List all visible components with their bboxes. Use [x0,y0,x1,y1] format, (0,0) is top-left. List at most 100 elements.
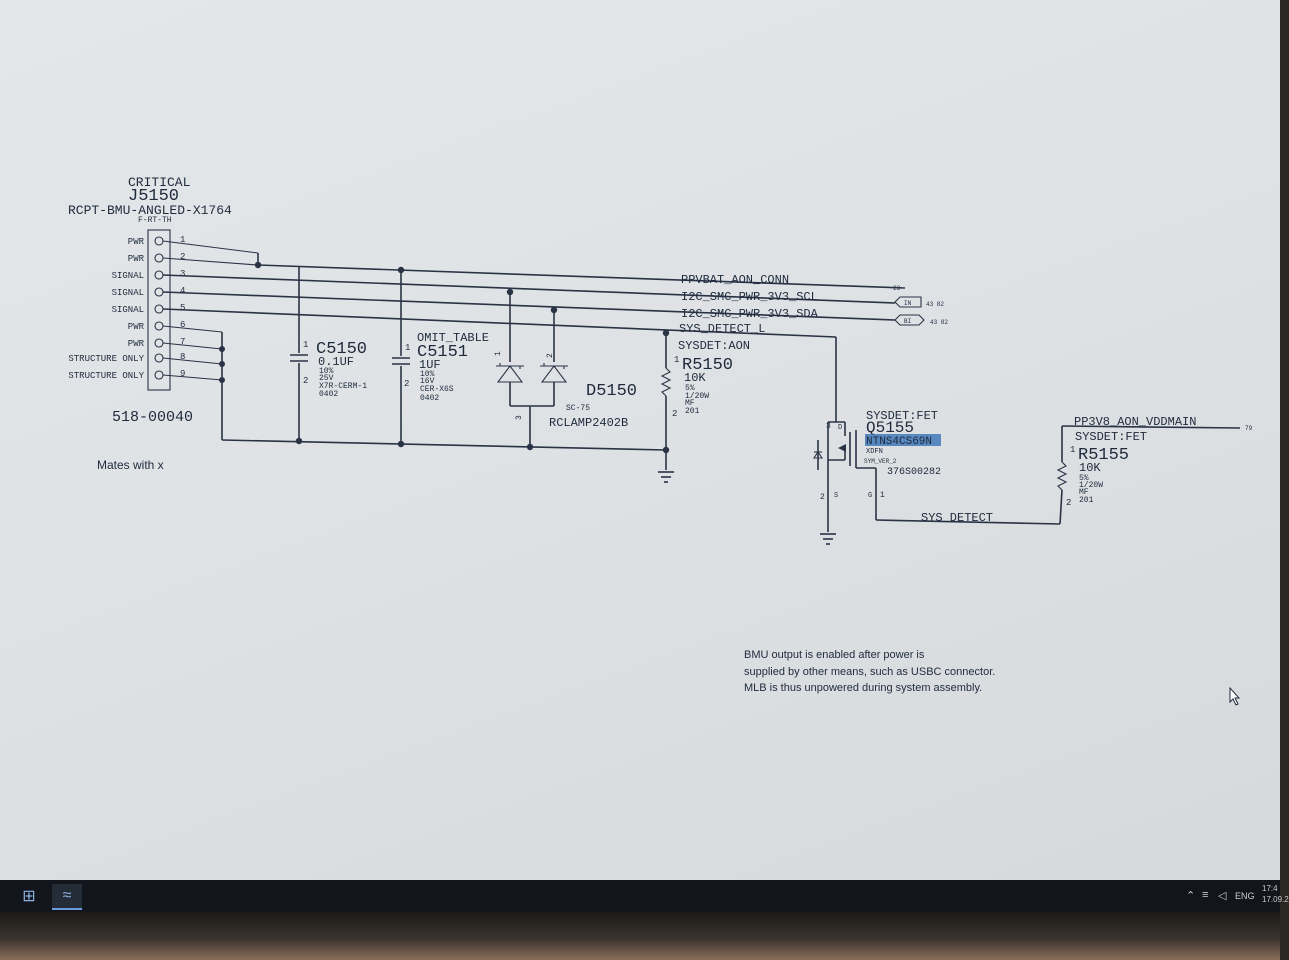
q5155-pin-d: 3 [826,422,831,431]
net-pp3v8-wire[interactable] [1061,425,1241,429]
d5150-part: RCLAMP2402B [549,416,628,430]
connector-part-number: 518-00040 [112,409,193,426]
pin-label: SIGNAL [112,305,144,315]
net-label-sda[interactable]: I2C_SMC_PWR_3V3_SDA [681,307,819,321]
pin-contact-icon [154,353,164,363]
r5155-power: 1/20W [1079,481,1103,490]
q5155-pn: 376S00282 [887,467,941,478]
d5150-pin2: 2 [546,353,555,358]
net-label-sysdet-l[interactable]: SYS_DETECT_L [679,322,765,336]
net-label-ppvbat[interactable]: PPVBAT_AON_CONN [681,273,789,287]
connector-subtype: F-RT-TH [138,216,172,225]
c5151-dielectric: CER-X6S [420,385,454,394]
q5155-label-g: G [868,492,872,500]
mosfet-q5155[interactable]: 3 D 2 S G 1 SYSDET:FET Q5155 NTNS4CS69N … [812,409,1061,532]
capacitor-c5150[interactable]: 1 2 C5150 0.1UF 10% 25V X7R-CERM-1 0402 [290,266,367,441]
connector-part: RCPT-BMU-ANGLED-X1764 [68,203,232,218]
capacitor-c5151[interactable]: 1 2 OMIT_TABLE C5151 1UF 10% 16V CER-X6S… [392,270,489,444]
pin-number: 1 [180,235,185,245]
diode-d5150[interactable]: 1 2 3 D5150 SC-75 RCLAMP2402B [494,292,637,447]
pin-number: 8 [180,352,185,362]
ground-icon [820,533,836,545]
connector-refdes[interactable]: J5150 [128,187,179,206]
net-scl-wire[interactable] [162,274,896,304]
network-icon[interactable]: ≡ [1202,889,1209,901]
ground-bus-wire[interactable] [221,439,667,451]
resistor-r5150[interactable]: SYSDET:AON 1 R5150 10K 5% 1/20W MF 201 2 [660,333,750,470]
net-ppvbat-wire[interactable] [257,264,906,289]
r5155-type: MF [1079,488,1089,497]
c5151-volt: 16V [420,377,435,386]
windows-start-icon[interactable]: ⊞ [22,888,36,905]
pin-label: PWR [128,254,145,264]
net-ref-ppvbat: 23 [893,285,901,292]
connector-pin: PWR 1 [128,235,186,247]
volume-icon[interactable]: ◁ [1218,890,1227,902]
net-wires[interactable] [162,264,906,338]
c5151-tol: 10% [420,370,435,379]
pin-number: 6 [180,320,185,330]
connector-pins: PWR 1 PWR 2 SIGNAL 3 SIGNAL 4 SIGNAL 5 P… [68,235,185,381]
q5155-refdes: Q5155 [866,419,914,437]
d5150-pkg: SC-75 [566,404,590,413]
taskbar: ⊞ ≈ ⌃ ≡ ◁ ENG 17:4 17.09.2 [0,880,1289,912]
net-label-sysdet[interactable]: SYS_DETECT [921,511,993,525]
language-indicator[interactable]: ENG [1235,891,1255,901]
pin-number: 3 [180,269,185,279]
note-line-3: MLB is thus unpowered during system asse… [744,682,982,694]
flag-sda-ref: 43 82 [930,319,948,326]
clock[interactable]: 17:4 17.09.2 [1262,883,1289,905]
pin-label: PWR [128,339,145,349]
pin-contact-icon [154,338,164,348]
connector-critical-label: CRITICAL [128,175,190,190]
net-ref-pp3v8: 79 [1245,425,1253,432]
pin-label: PWR [128,237,145,247]
net-label-scl[interactable]: I2C_SMC_PWR_3V3_SCL [681,290,818,304]
c5151-pkg: 0402 [420,394,439,403]
design-note: BMU output is enabled after power is sup… [744,649,995,694]
r5150-pin1: 1 [674,355,679,365]
c5150-volt: 25V [319,374,334,383]
r5150-type: MF [685,399,695,408]
note-line-1: BMU output is enabled after power is [744,649,925,661]
c5150-value: 0.1UF [318,355,354,369]
c5151-omit: OMIT_TABLE [417,331,489,345]
pin-contact-icon [154,304,164,314]
schematic-app-icon[interactable]: ≈ [52,884,82,910]
mouse-cursor-icon [1229,686,1241,706]
r5150-group: SYSDET:AON [678,339,750,353]
note-line-2: supplied by other means, such as USBC co… [744,666,995,678]
r5155-pin2: 2 [1066,498,1071,508]
r5155-tol: 5% [1079,474,1089,483]
c5150-pin2: 2 [303,376,308,386]
flag-sda-label: BI [904,318,911,325]
net-sda-wire[interactable] [162,291,896,321]
offpage-flag-scl[interactable]: IN 43 82 [894,296,944,308]
pin-contact-icon [154,270,164,280]
q5155-part[interactable]: NTNS4CS69N [866,436,932,448]
pin-label: SIGNAL [112,288,144,298]
resistor-r5155[interactable]: SYSDET:FET 1 R5155 10K 5% 1/20W MF 201 2 [1056,426,1147,525]
c5150-pin1: 1 [303,340,308,350]
c5150-pkg: 0402 [319,390,338,399]
q5155-label-s: S [834,492,838,500]
schematic-canvas[interactable]: CRITICAL J5150 RCPT-BMU-ANGLED-X1764 F-R… [0,0,1280,880]
tray-chevron-icon[interactable]: ⌃ [1186,890,1196,902]
r5155-pkg: 201 [1079,496,1094,505]
ground-icon [658,471,674,483]
q5155-pin-s: 2 [820,493,825,502]
q5155-pkg: XDFN [866,448,883,456]
pin-label: STRUCTURE ONLY [68,371,144,381]
r5150-tol: 5% [685,384,695,393]
pin-contact-icon [154,321,164,331]
c5150-dielectric: X7R-CERM-1 [319,382,367,391]
r5150-pkg: 201 [685,407,700,416]
c5151-refdes: C5151 [417,343,468,362]
pin-number: 4 [180,286,185,296]
connector-pin: PWR 2 [128,252,186,264]
net-label-pp3v8[interactable]: PP3V8_AON_VDDMAIN [1074,415,1196,429]
q5155-part-highlight [865,434,941,446]
net-sysdet-l-wire[interactable] [162,308,837,338]
offpage-flag-sda[interactable]: BI 43 82 [894,314,948,326]
d5150-refdes: D5150 [586,382,637,401]
